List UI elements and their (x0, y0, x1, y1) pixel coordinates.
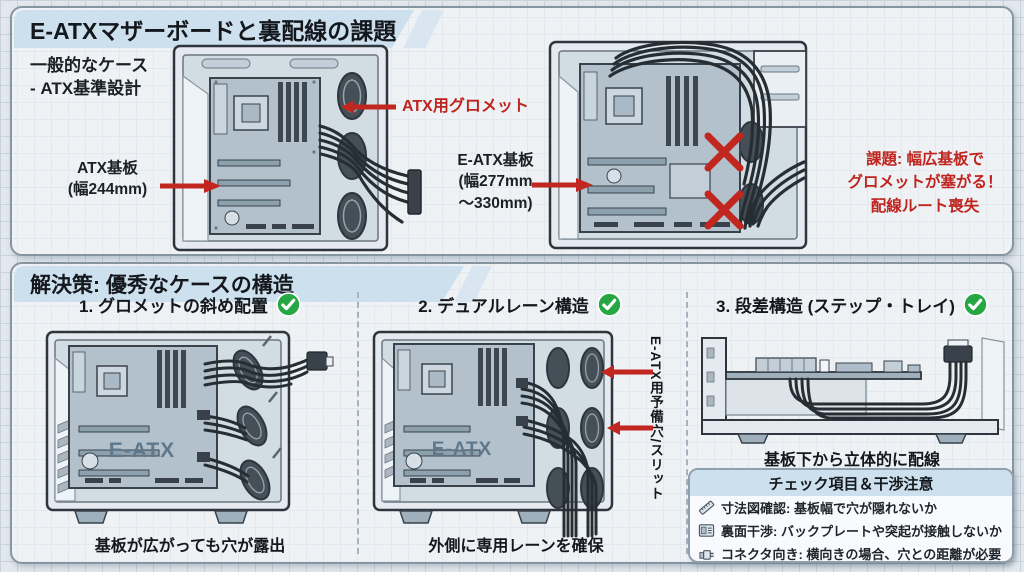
case-foot (934, 433, 968, 444)
case-foot (73, 510, 109, 524)
eatx-case-illustration (548, 40, 808, 250)
motherboard-edge (725, 357, 922, 380)
checklist-item-text: コネクタ向き: 横向きの場合、穴との距離が必要 (721, 547, 1002, 562)
eatx-motherboard (579, 63, 741, 233)
solution-1-caption: 基板が広がっても穴が露出 (94, 538, 286, 555)
case-foot (736, 433, 770, 444)
under-board-cables (788, 360, 968, 420)
column-divider-1 (357, 292, 359, 554)
checklist-item-text: 寸法図確認: 基板幅で穴が隠れないか (721, 501, 937, 516)
step-tray-illustration (701, 337, 1005, 444)
cable-bundle (520, 380, 598, 538)
diagonal-grommet-case-illustration: E-ATX (45, 330, 334, 524)
drive-cage (753, 50, 807, 128)
standard-case-note: 一般的なケース - ATX基準設計 (30, 56, 149, 99)
eatx-motherboard: E-ATX (393, 343, 535, 487)
check-icon (276, 292, 301, 317)
solution-title: 解決策: 優秀なケースの構造 (30, 274, 294, 297)
problem-note: 課題: 幅広基板で グロメットが塞がる！ 配線ルート喪失 (847, 151, 1003, 215)
solution-3-caption: 基板下から立体的に配線 (763, 452, 940, 469)
atx-motherboard (209, 77, 321, 235)
dual-lane-case-illustration: E-ATX (372, 330, 614, 538)
case-foot (516, 510, 552, 524)
checklist-box: チェック項目＆干渉注意 寸法図確認: 基板幅で穴が隠れないか 裏面干渉: バック… (688, 468, 1014, 563)
solution-2-caption: 外側に専用レーンを確保 (428, 538, 604, 555)
psu-connector (943, 345, 973, 363)
eatx-motherboard: E-ATX (68, 345, 218, 489)
lane-arrow-icon (607, 421, 653, 435)
atx-grommet-label: ATX用グロメット (402, 98, 529, 115)
solution-1-heading-row: 1. グロメットの斜め配置 (40, 292, 340, 317)
cable-bundle (318, 124, 420, 224)
cable-bundle-over-top (608, 40, 806, 230)
eatx-board-arrow-icon (532, 178, 593, 192)
checklist-item-text: 裏面干渉: バックプレートや突起が接触しないか (721, 524, 1002, 539)
solution-title-band: 解決策: 優秀なケースの構造 (14, 266, 464, 302)
case-foot (213, 510, 249, 524)
cable-header (516, 416, 528, 426)
problem-title-band: E-ATXマザーボードと裏配線の課題 (14, 10, 414, 48)
eatx-slit-label: E-ATX用予備穴/スリット (648, 336, 663, 502)
board-print: E-ATX (109, 439, 175, 462)
eatx-board-label: E-ATX基板 (幅277mm ～330mm) (457, 152, 534, 212)
atx-board-label: ATX基板 (幅244mm) (67, 160, 148, 199)
board-print: E-ATX (432, 439, 493, 460)
psu-connector (407, 169, 422, 215)
atx-board-arrow-icon (160, 179, 221, 193)
cable-header (516, 378, 528, 388)
atx-grommet-arrow-icon (341, 100, 396, 114)
cable-header (197, 410, 210, 420)
problem-panel: E-ATXマザーボードと裏配線の課題 (10, 6, 1014, 256)
checklist-item: 裏面干渉: バックプレートや突起が接触しないか (690, 519, 1012, 542)
checklist-title: チェック項目＆干渉注意 (690, 470, 1012, 496)
cable-header (197, 452, 210, 462)
blocked-x-icon (704, 132, 744, 230)
solution-2-heading: 2. デュアルレーン構造 (418, 297, 589, 316)
solution-3-heading-row: 3. 段差構造 (ステップ・トレイ) (696, 292, 1008, 317)
solution-1-heading: 1. グロメットの斜め配置 (79, 297, 268, 316)
column-divider-2 (686, 292, 688, 554)
checklist-item: 寸法図確認: 基板幅で穴が隠れないか (690, 496, 1012, 519)
ruler-icon (699, 500, 715, 515)
side-panel (981, 337, 1005, 431)
solution-3-heading: 3. 段差構造 (ステップ・トレイ) (716, 297, 955, 316)
lane-arrow-icon (601, 365, 653, 379)
page-title: E-ATXマザーボードと裏配線の課題 (30, 18, 397, 44)
check-icon (597, 292, 622, 317)
psu-connector (306, 351, 328, 371)
connector-icon (699, 550, 714, 560)
case-foot (398, 510, 434, 524)
atx-case-illustration (172, 44, 422, 252)
check-icon (963, 292, 988, 317)
case-floor (701, 419, 999, 435)
solution-2-heading-row: 2. デュアルレーン構造 (380, 292, 660, 317)
backplate-icon (698, 524, 715, 537)
checklist-item: コネクタ向き: 横向きの場合、穴との距離が必要 (690, 542, 1012, 562)
